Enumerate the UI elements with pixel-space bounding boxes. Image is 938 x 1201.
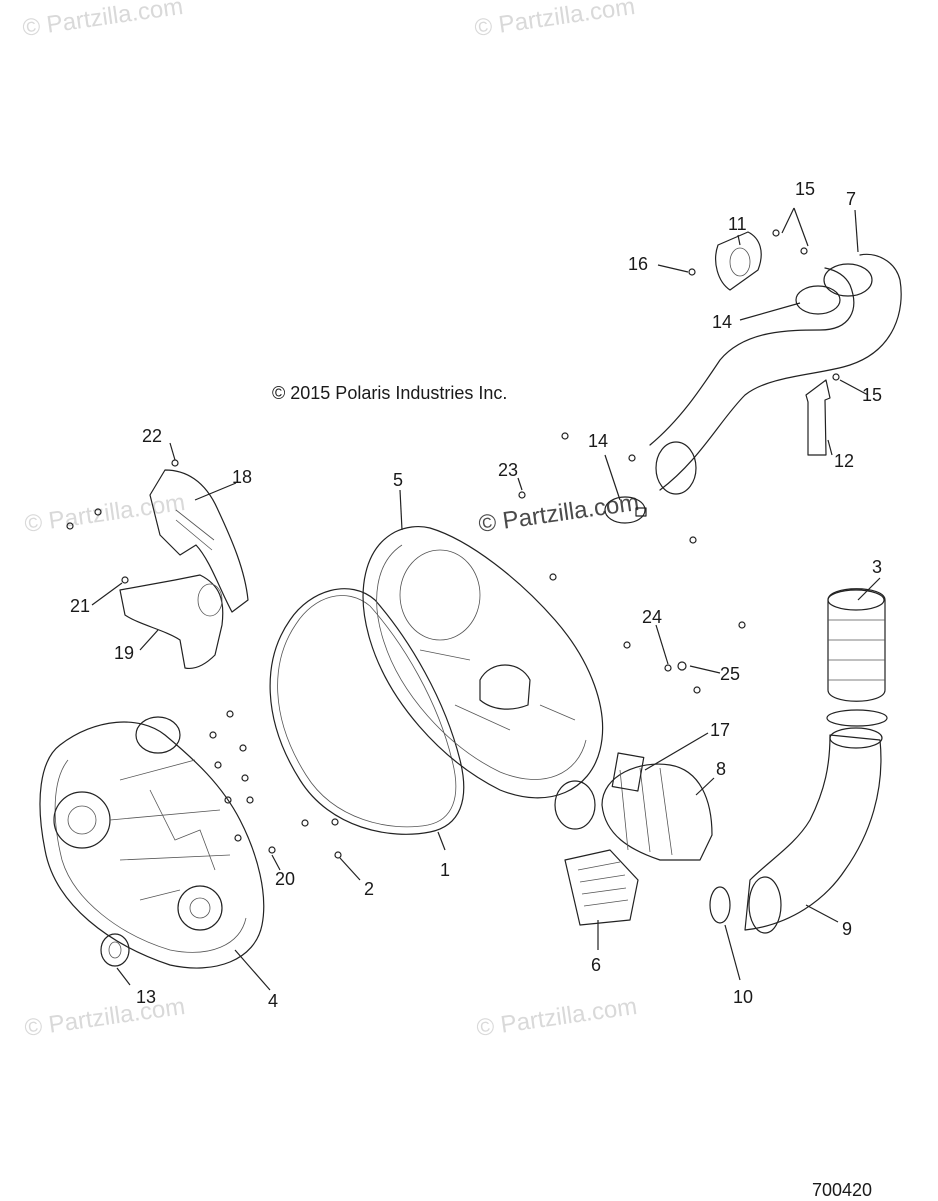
callout-label: 15 bbox=[795, 179, 815, 199]
callout-label: 3 bbox=[872, 557, 882, 577]
copyright-notice: © 2015 Polaris Industries Inc. bbox=[272, 383, 508, 403]
callout-label: 9 bbox=[842, 919, 852, 939]
callout-label: 5 bbox=[393, 470, 403, 490]
callout-label: 14 bbox=[712, 312, 732, 332]
part-3-filter bbox=[827, 588, 886, 702]
callout-label: 12 bbox=[834, 451, 854, 471]
part-18-bracket bbox=[149, 469, 249, 613]
part-6-screen bbox=[564, 849, 639, 926]
callout-label: 2 bbox=[364, 879, 374, 899]
callout-label: 19 bbox=[114, 643, 134, 663]
callout-label: 18 bbox=[232, 467, 252, 487]
callout-label: 14 bbox=[588, 431, 608, 451]
part-12-bracket bbox=[805, 379, 831, 456]
part-19-vent bbox=[119, 574, 224, 670]
callout-label: 25 bbox=[720, 664, 740, 684]
callout-label: 15 bbox=[862, 385, 882, 405]
part-1-seal bbox=[269, 588, 465, 835]
part-17-decal bbox=[611, 752, 645, 792]
part-11-flange bbox=[715, 231, 762, 291]
callout-labels: 1 2 3 4 5 6 7 8 9 10 11 12 13 14 14 15 1… bbox=[70, 179, 882, 1011]
part-14-clamp-lower bbox=[604, 496, 647, 524]
callout-label: 24 bbox=[642, 607, 662, 627]
callout-label: 10 bbox=[733, 987, 753, 1007]
callout-label: 1 bbox=[440, 860, 450, 880]
callout-label: 21 bbox=[70, 596, 90, 616]
part-4-outer-cover bbox=[39, 716, 265, 969]
callout-label: 22 bbox=[142, 426, 162, 446]
part-10-clamp bbox=[709, 886, 731, 924]
callout-label: 23 bbox=[498, 460, 518, 480]
part-5-inner-cover bbox=[362, 526, 604, 799]
callout-label: 13 bbox=[136, 987, 156, 1007]
part-7-duct bbox=[649, 253, 902, 495]
callout-label: 20 bbox=[275, 869, 295, 889]
callout-label: 11 bbox=[728, 214, 747, 234]
part-9-elbow bbox=[744, 709, 888, 934]
leader-lines bbox=[91, 207, 881, 991]
callout-label: 6 bbox=[591, 955, 601, 975]
callout-label: 16 bbox=[628, 254, 648, 274]
part-8-inlet bbox=[554, 763, 713, 861]
document-id: 700420 bbox=[812, 1180, 873, 1200]
callout-label: 7 bbox=[846, 189, 856, 209]
part-13-grommet bbox=[100, 933, 130, 967]
callout-label: 17 bbox=[710, 720, 730, 740]
callout-label: 4 bbox=[268, 991, 278, 1011]
callout-label: 8 bbox=[716, 759, 726, 779]
